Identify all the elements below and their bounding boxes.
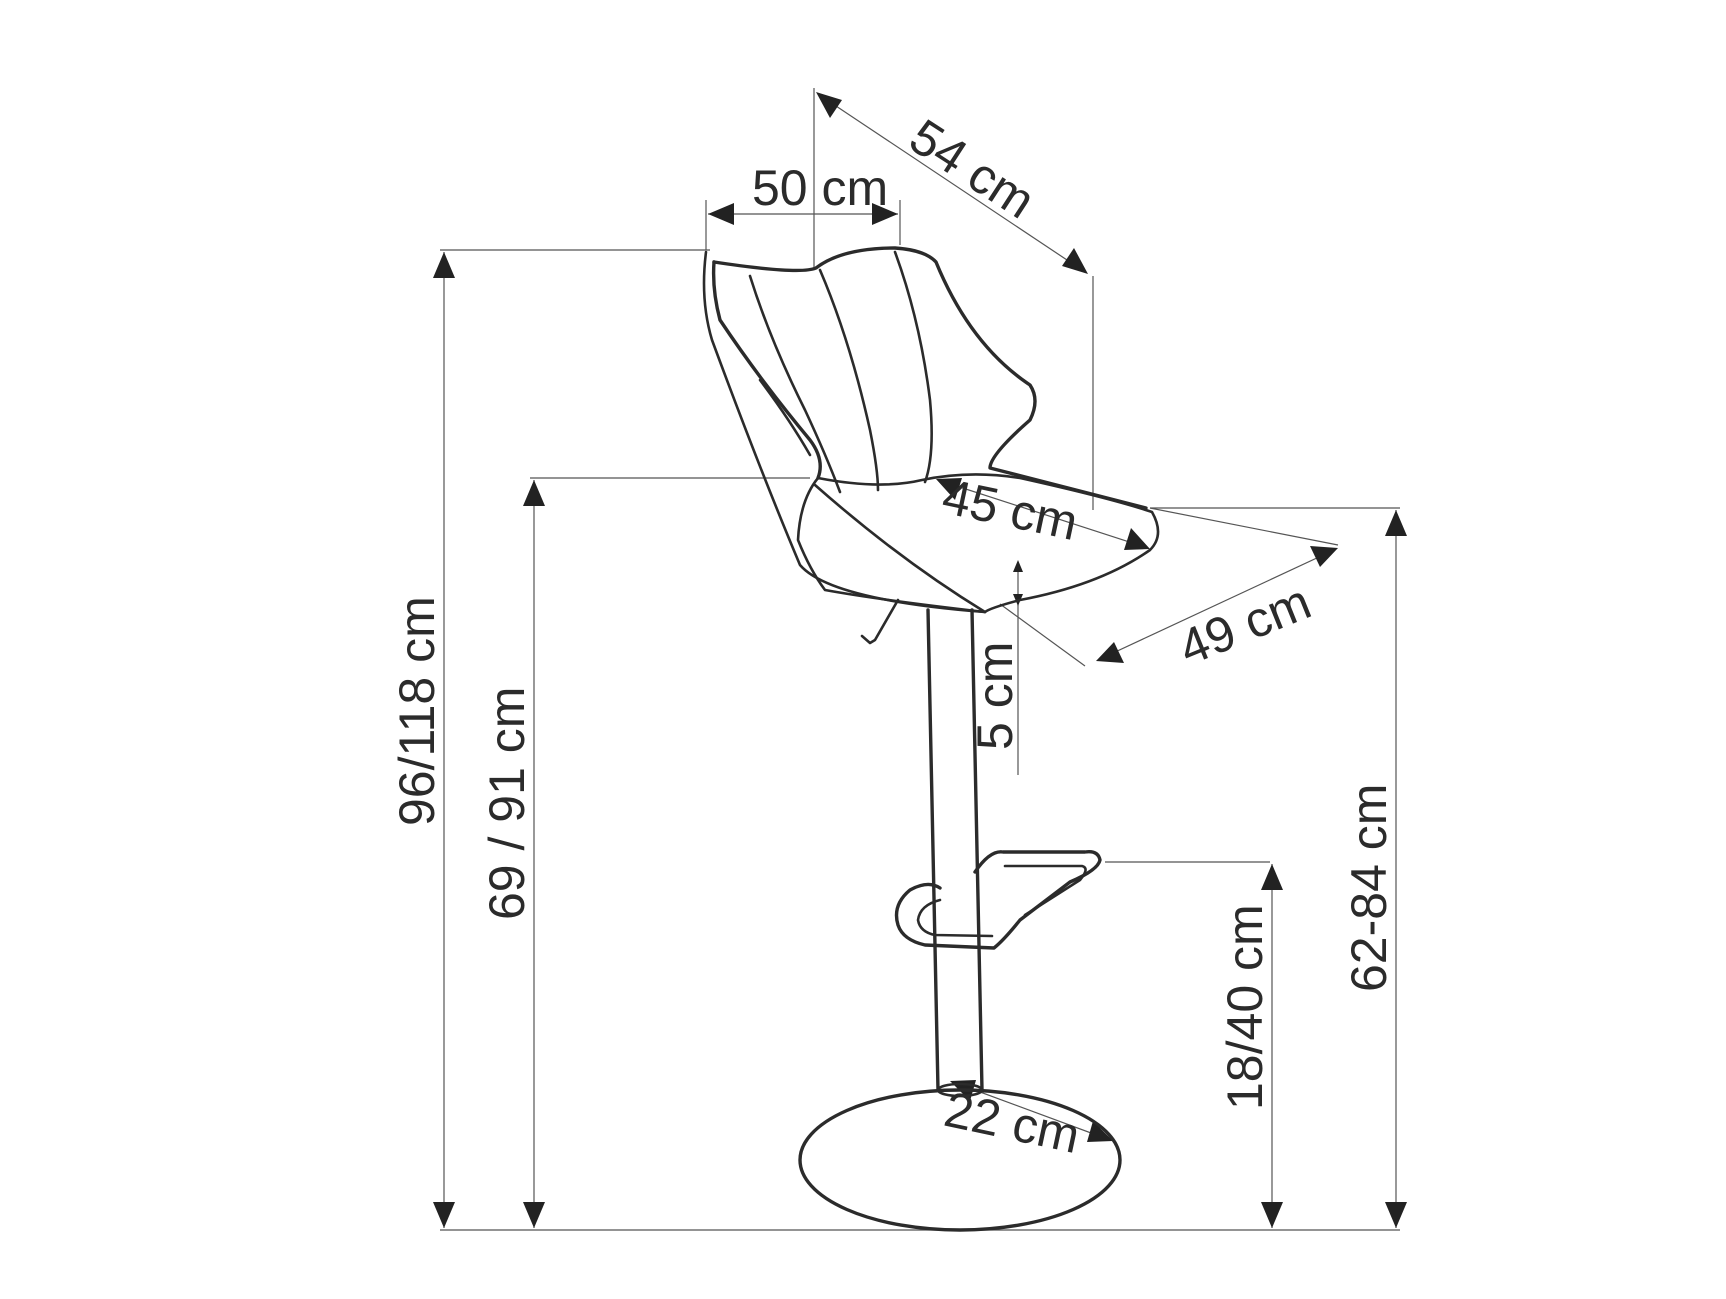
dimension-labels: 50 cm 54 cm 45 cm 49 cm 5 cm 96/118 cm 6… xyxy=(389,108,1397,1164)
label-seat-thickness: 5 cm xyxy=(967,642,1023,750)
label-seat-height: 62-84 cm xyxy=(1341,784,1397,992)
label-depth: 54 cm xyxy=(900,108,1045,229)
label-seat-width: 49 cm xyxy=(1171,573,1318,676)
label-footrest-height: 18/40 cm xyxy=(1217,904,1273,1110)
label-total-height: 96/118 cm xyxy=(389,596,445,826)
label-back-width: 50 cm xyxy=(752,160,888,216)
label-seat-depth: 45 cm xyxy=(938,468,1083,551)
label-base-radius: 22 cm xyxy=(940,1081,1085,1164)
label-armrest-height: 69 / 91 cm xyxy=(479,687,535,920)
chair-outline xyxy=(702,246,1160,1232)
